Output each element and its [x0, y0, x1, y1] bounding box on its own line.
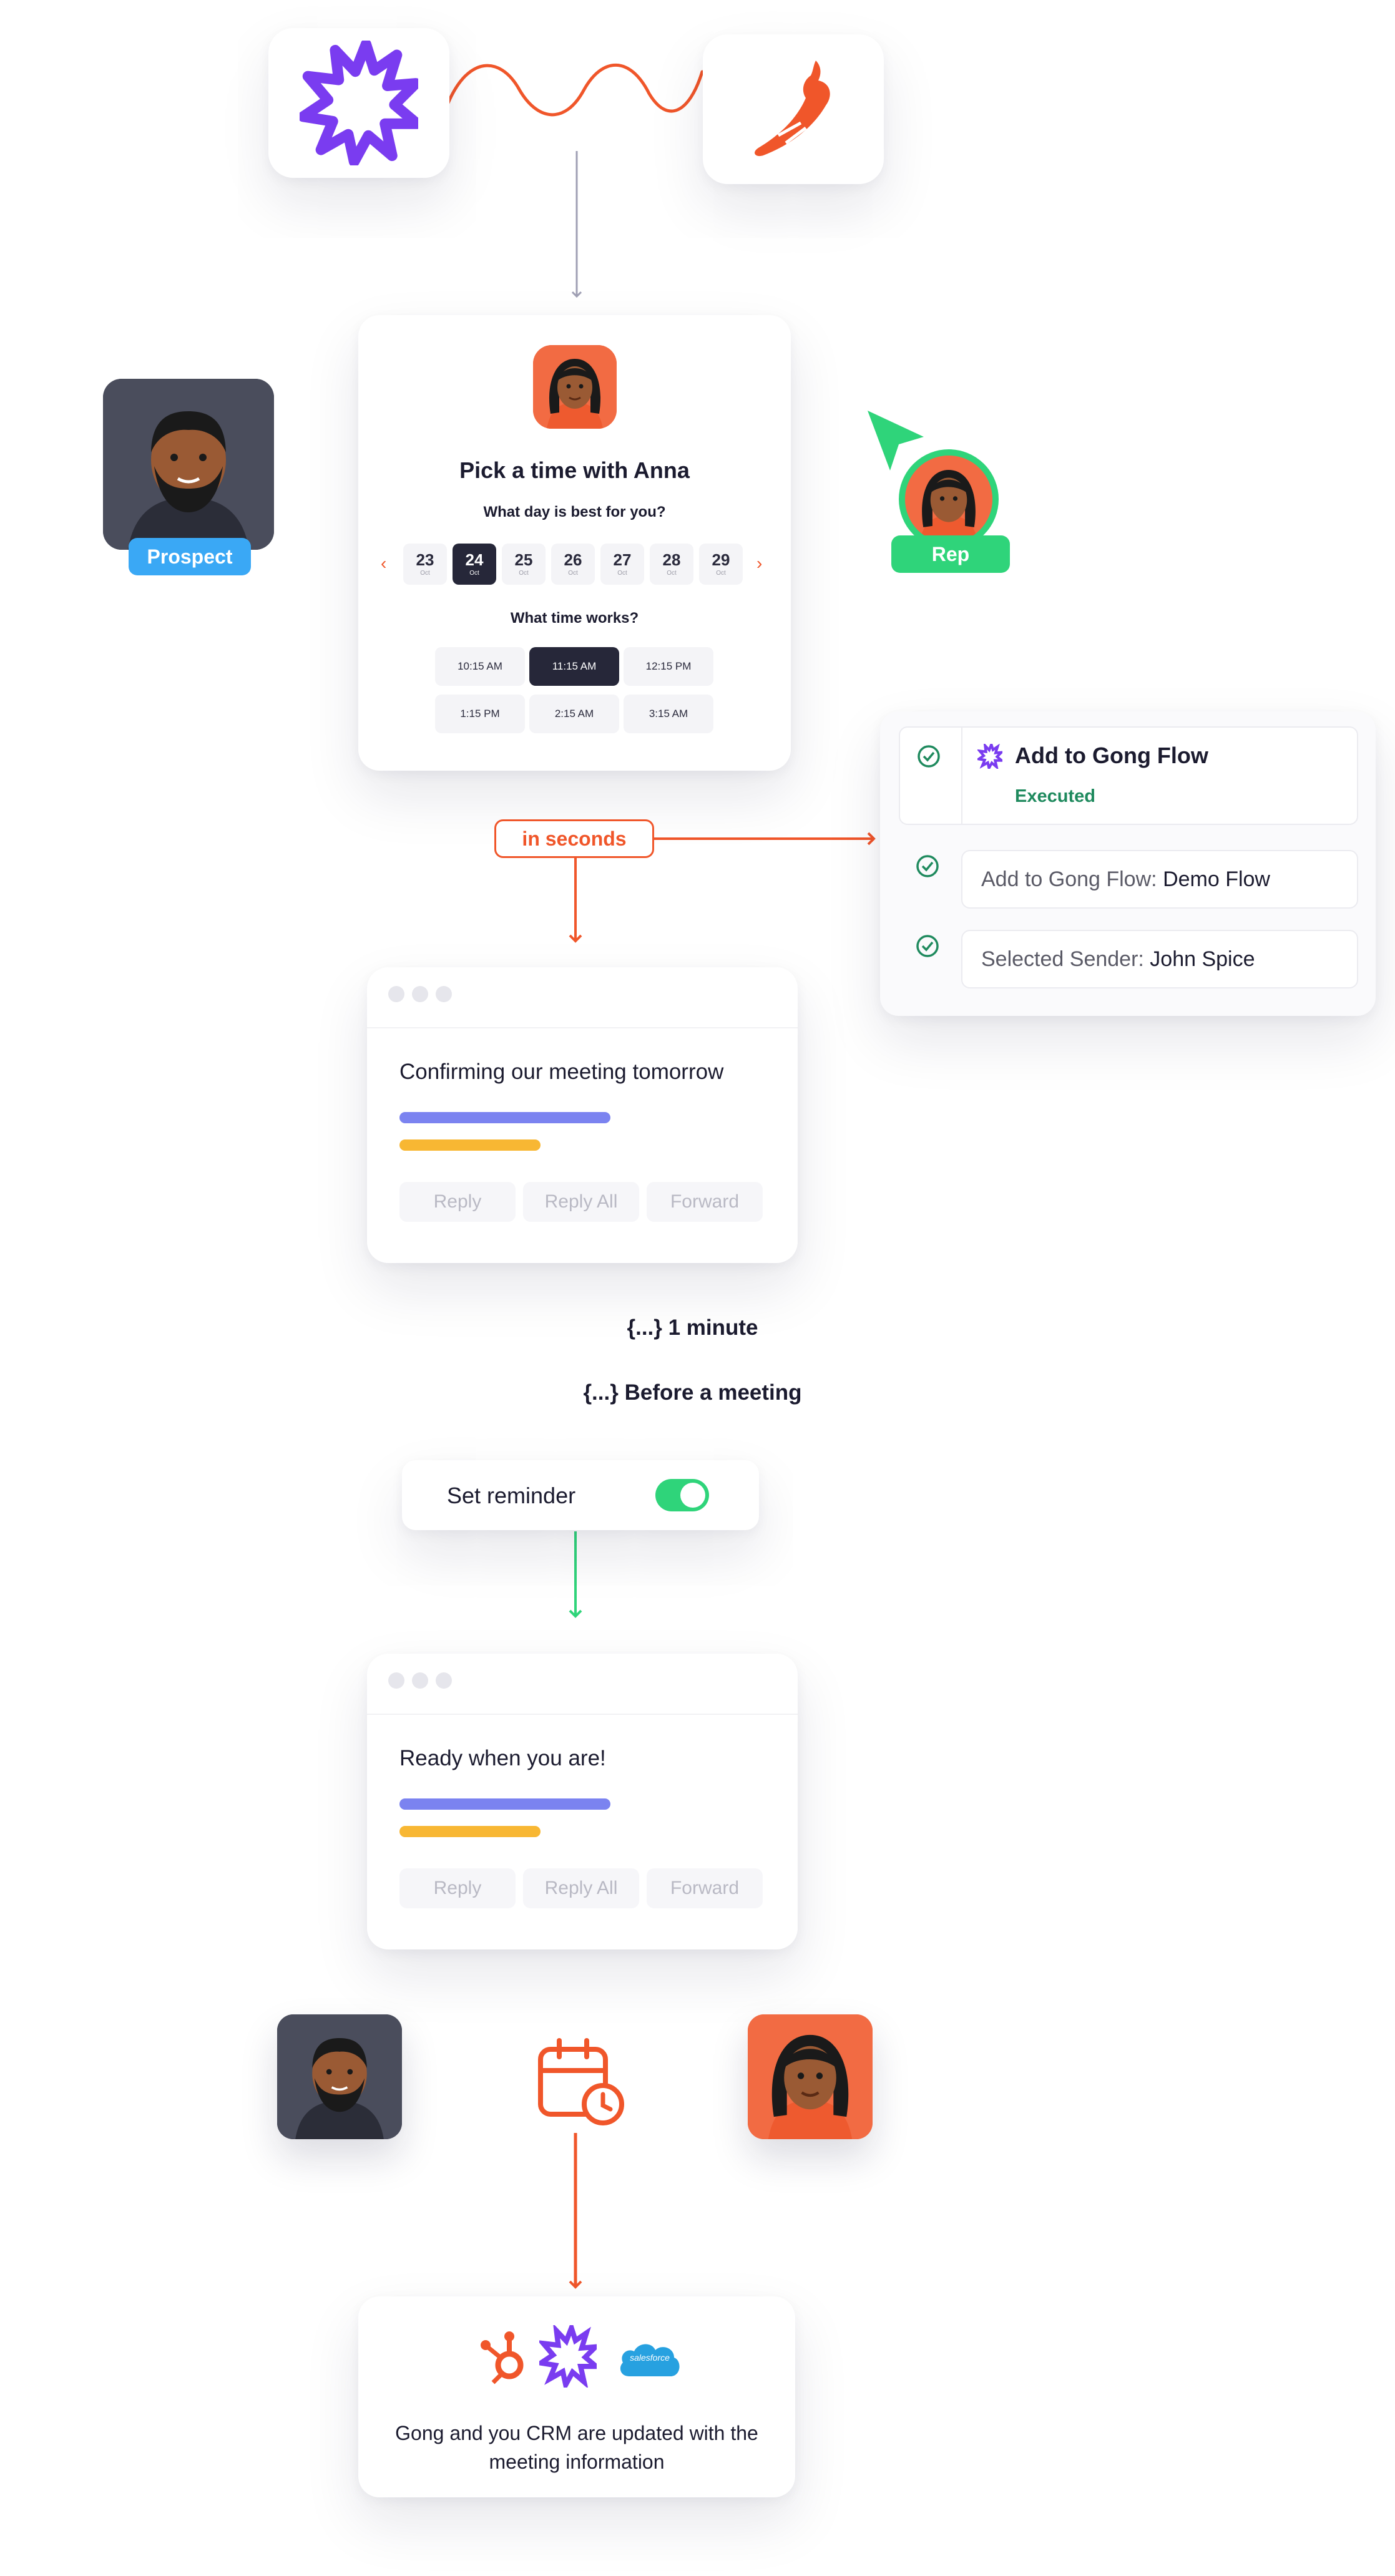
reply-button[interactable]: Reply: [399, 1182, 516, 1222]
crm-update-card: salesforce Gong and you CRM are updated …: [358, 2296, 795, 2497]
gong-logo-icon: [300, 41, 418, 165]
gong-logo-card: [268, 28, 449, 178]
time-slot-315[interactable]: 3:15 AM: [624, 695, 713, 733]
time-slot-1115-selected[interactable]: 11:15 AM: [529, 647, 619, 686]
time-slot-1015[interactable]: 10:15 AM: [435, 647, 525, 686]
prospect-label: Prospect: [147, 545, 233, 568]
rep-avatar-small: [748, 2014, 873, 2139]
gong-logo-icon: [539, 2325, 597, 2388]
email-line-purple: [399, 1798, 610, 1810]
time-slot-115[interactable]: 1:15 PM: [435, 695, 525, 733]
woman-avatar-icon: [905, 456, 992, 543]
toggle-knob: [680, 1483, 705, 1508]
flow-step1-label: Add to Gong Flow:: [981, 867, 1157, 891]
check-circle-icon: [916, 855, 939, 877]
flow-step2-value: John Spice: [1150, 947, 1255, 971]
salesforce-icon: salesforce: [617, 2339, 683, 2383]
crm-update-text: Gong and you CRM are updated with the me…: [358, 2419, 795, 2476]
set-reminder-card: Set reminder: [402, 1460, 759, 1530]
hubspot-icon: [481, 2331, 524, 2384]
prospect-badge: Prospect: [129, 538, 251, 575]
flow-step2-label: Selected Sender:: [981, 947, 1144, 971]
prev-arrow-icon[interactable]: ‹: [381, 554, 387, 573]
email-card-ready: Ready when you are! Reply Reply All Forw…: [367, 1654, 798, 1949]
scheduler-card: Pick a time with Anna What day is best f…: [358, 315, 791, 771]
woman-avatar-icon: [533, 345, 617, 429]
email-subject: Confirming our meeting tomorrow: [399, 1060, 724, 1084]
calendar-clock-icon: [538, 2038, 624, 2125]
scheduler-title: Pick a time with Anna: [459, 457, 690, 483]
rep-badge: Rep: [891, 535, 1010, 573]
anna-avatar: [533, 345, 617, 429]
chili-piper-logo-card: [703, 34, 884, 184]
crm-text-line2: meeting information: [489, 2451, 665, 2473]
gong-small-icon: [977, 744, 1002, 769]
flow-title: Add to Gong Flow: [1015, 743, 1208, 768]
email-line-yellow: [399, 1826, 541, 1837]
check-circle-icon: [916, 935, 939, 957]
reply-all-button[interactable]: Reply All: [523, 1182, 639, 1222]
check-circle-icon: [918, 745, 940, 768]
flow-step1-value: Demo Flow: [1163, 867, 1270, 891]
time-slot-215[interactable]: 2:15 AM: [529, 695, 619, 733]
window-dots: [388, 1672, 452, 1689]
reminder-toggle[interactable]: [655, 1479, 709, 1511]
cursor-arrow-icon: [868, 411, 924, 471]
before-meeting-text: {...} Before a meeting: [583, 1380, 802, 1405]
window-dots: [388, 986, 452, 1002]
rep-label: Rep: [931, 542, 970, 565]
rep-avatar: [899, 449, 999, 549]
flow-status: Executed: [1015, 786, 1095, 806]
in-seconds-label: in seconds: [522, 827, 627, 850]
gong-flow-panel: Add to Gong Flow Executed Add to Gong Fl…: [880, 711, 1376, 1016]
prospect-avatar-small: [277, 2014, 402, 2139]
woman-avatar-icon: [748, 2014, 873, 2139]
crm-text-line1: Gong and you CRM are updated with the: [395, 2422, 758, 2444]
man-avatar-icon: [103, 379, 274, 550]
flow-step-sender: Selected Sender: John Spice: [961, 930, 1358, 988]
chili-pepper-icon: [755, 61, 830, 157]
delay-text: {...} 1 minute: [627, 1315, 758, 1340]
salesforce-logo-text: salesforce: [630, 2353, 670, 2363]
next-arrow-icon[interactable]: ›: [756, 554, 763, 573]
reply-all-button[interactable]: Reply All: [523, 1868, 639, 1908]
wavy-connector: [446, 63, 704, 117]
man-avatar-icon: [277, 2014, 402, 2139]
set-reminder-label: Set reminder: [447, 1483, 576, 1508]
email-line-purple: [399, 1112, 610, 1123]
flow-step-demo-flow: Add to Gong Flow: Demo Flow: [961, 850, 1358, 909]
reply-button[interactable]: Reply: [399, 1868, 516, 1908]
time-question: What time works?: [510, 610, 639, 627]
time-slot-1215[interactable]: 12:15 PM: [624, 647, 713, 686]
email-subject: Ready when you are!: [399, 1746, 606, 1770]
email-line-yellow: [399, 1139, 541, 1151]
forward-button[interactable]: Forward: [647, 1868, 763, 1908]
prospect-avatar: [103, 379, 274, 550]
in-seconds-pill: in seconds: [494, 819, 654, 858]
flow-header-box: Add to Gong Flow Executed: [899, 726, 1358, 825]
forward-button[interactable]: Forward: [647, 1182, 763, 1222]
day-question: What day is best for you?: [483, 504, 666, 520]
email-card-confirming: Confirming our meeting tomorrow Reply Re…: [367, 967, 798, 1263]
